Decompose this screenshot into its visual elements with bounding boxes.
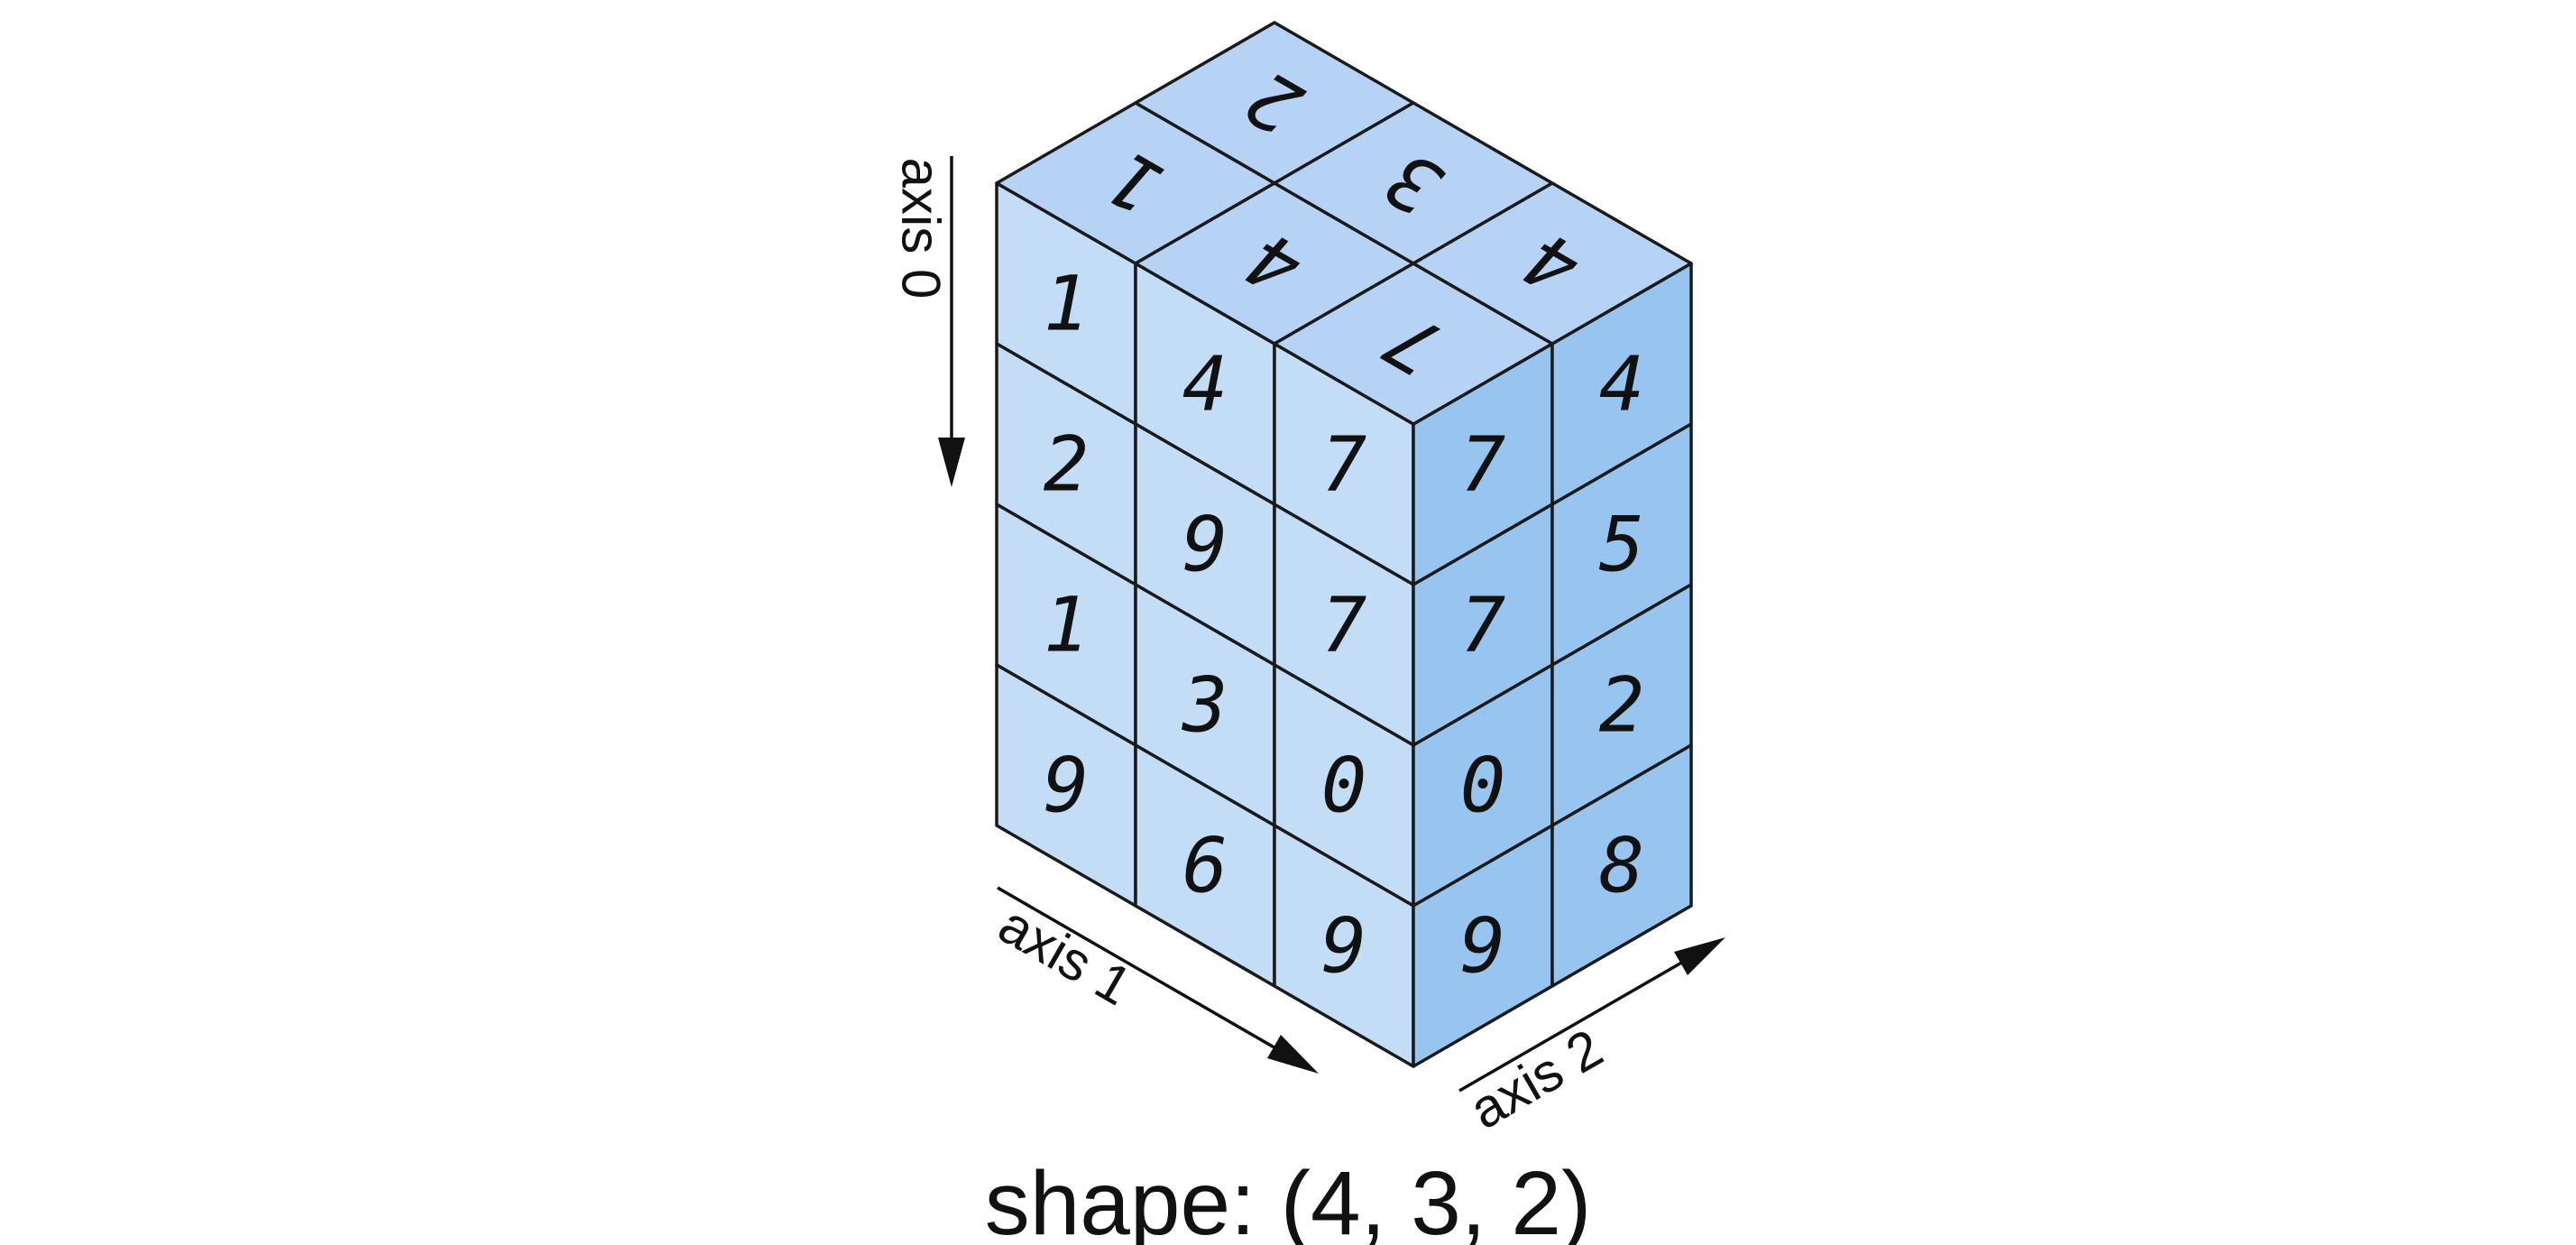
front-face-value: 3 — [1182, 661, 1228, 750]
front-face-value: 9 — [1182, 501, 1228, 589]
right-face-value: 4 — [1599, 340, 1645, 429]
front-face-value: 2 — [1044, 420, 1090, 509]
cube-faces — [995, 21, 1693, 1068]
right-face-value: 2 — [1599, 661, 1645, 750]
front-face-value: 9 — [1321, 902, 1367, 991]
front-face-value: 9 — [1044, 742, 1090, 830]
axis1-arrow — [997, 886, 1319, 1074]
front-face-value: 1 — [1044, 581, 1090, 669]
axis1-label: axis 1 — [989, 894, 1141, 1017]
right-face-value: 5 — [1599, 501, 1645, 589]
front-face-value: 7 — [1321, 581, 1367, 669]
front-face-value: 7 — [1321, 420, 1367, 509]
right-face-cell — [1550, 743, 1693, 988]
axis2-label: axis 2 — [1459, 1018, 1612, 1140]
right-face-value: 7 — [1460, 420, 1506, 509]
front-face-value: 6 — [1182, 822, 1228, 910]
shape-caption: shape: (4, 3, 2) — [985, 1153, 1592, 1245]
axis0-arrow — [938, 156, 965, 487]
axis0-label: axis 0 — [891, 158, 952, 300]
right-face-value: 9 — [1460, 902, 1506, 991]
right-face-value: 8 — [1599, 822, 1645, 910]
front-face-value: 0 — [1321, 742, 1367, 830]
top-face-cell — [1412, 181, 1693, 346]
front-face-value: 1 — [1044, 260, 1090, 348]
right-face-value: 7 — [1460, 581, 1506, 669]
front-face-value: 4 — [1182, 340, 1228, 429]
right-face-value: 0 — [1460, 742, 1506, 830]
axis2-arrow — [1458, 937, 1725, 1093]
